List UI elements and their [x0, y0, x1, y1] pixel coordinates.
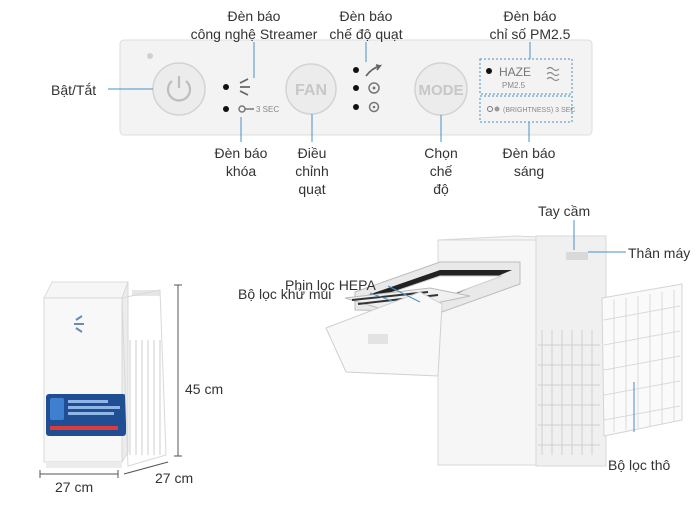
daikin-logo-icon	[74, 315, 84, 333]
mode-button[interactable]: MODE	[414, 62, 468, 116]
haze-text: HAZE	[499, 65, 531, 79]
fan-mode-label: Đèn báo chế độ quạt	[329, 8, 403, 42]
body-label: Thân máy	[628, 245, 691, 261]
depth-dimension: 27 cm	[155, 470, 194, 486]
lock-sec-text: 3 SEC	[256, 105, 279, 114]
key-icon	[238, 105, 254, 113]
fan-mode-led-1	[353, 67, 359, 73]
pm25-text: PM2.5	[502, 81, 526, 90]
fan-mode-led-3	[353, 104, 359, 110]
power-button[interactable]	[152, 62, 206, 116]
purifier-exploded-illustration	[325, 235, 683, 467]
brightness-label: Đèn báo sáng	[502, 145, 556, 179]
handle-label: Tay cầm	[538, 203, 591, 219]
streamer-led	[223, 84, 229, 90]
deodor-label: Bộ lọc khử mùi	[238, 286, 332, 302]
pm25-led	[486, 68, 492, 74]
pm25-label: Đèn báo chỉ số PM2.5	[489, 8, 571, 42]
handle	[566, 252, 588, 260]
fan-button[interactable]: FAN	[285, 63, 337, 115]
fan-icon	[368, 82, 380, 94]
width-dimension: 27 cm	[55, 479, 94, 495]
brightness-icon	[487, 106, 500, 112]
mode-select-label: Chọn chế độ	[424, 145, 458, 197]
fan-low-icon	[368, 101, 380, 113]
fan-adjust-label: Điều chỉnh quạt	[295, 145, 329, 197]
lock-led	[223, 106, 229, 112]
purifier-front-illustration	[43, 281, 167, 468]
streamer-icon	[239, 78, 250, 96]
hepa-label: Phin lọc HEPA	[285, 277, 376, 293]
streamer-label: Đèn báo công nghệ Streamer	[190, 8, 318, 42]
fan-mode-led-2	[353, 85, 359, 91]
fan-button-label: FAN	[295, 82, 327, 99]
height-dimension: 45 cm	[185, 381, 224, 397]
lock-label: Đèn báo khóa	[214, 145, 268, 179]
brightness-text: (BRIGHTNESS) 3 SEC	[503, 107, 575, 114]
turbo-icon	[365, 64, 383, 77]
haze-icon	[546, 66, 560, 82]
mode-button-label: MODE	[419, 82, 464, 99]
power-label: Bật/Tắt	[51, 82, 97, 98]
power-icon	[166, 76, 192, 102]
prefilter-label: Bộ lọc thô	[608, 457, 671, 473]
